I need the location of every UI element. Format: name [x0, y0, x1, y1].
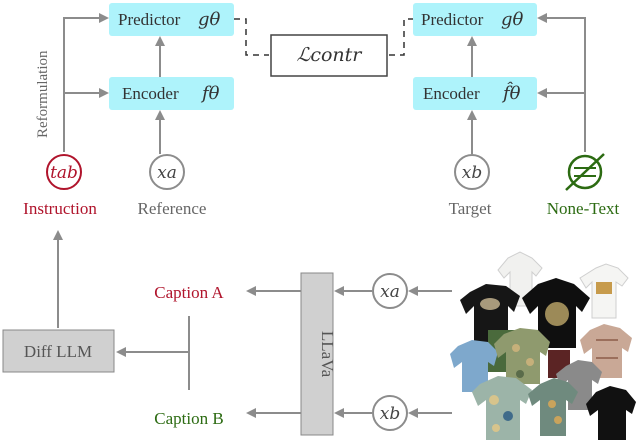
instruction-node: tab	[46, 154, 82, 190]
shirt-image-black-eagle	[460, 284, 520, 344]
diff-llm-label: Diff LLM	[24, 342, 92, 361]
caption-a-label: Caption A	[154, 283, 224, 302]
right-predictor-to-loss-dashed	[389, 18, 413, 56]
shirt-image-hawaiian	[472, 376, 532, 440]
target-node-symbol: xb	[462, 163, 482, 183]
right-predictor-box: Predictor gθ	[413, 3, 537, 36]
right-encoder-label: Encoder	[423, 84, 480, 103]
left-predictor-box: Predictor gθ	[109, 3, 234, 36]
right-encoder-box: Encoder f̂θ	[413, 77, 537, 110]
target-label: Target	[449, 199, 492, 218]
reference-node-symbol: xa	[157, 163, 177, 183]
caption-b-label: Caption B	[154, 409, 223, 428]
reformulation-label: Reformulation	[35, 50, 51, 138]
contrastive-loss-box: ℒcontr	[270, 34, 388, 77]
input-xb-symbol: xb	[380, 404, 400, 424]
none-text-icon	[565, 153, 605, 191]
diff-llm-box: Diff LLM	[2, 329, 115, 373]
shirt-image-pattern-middle	[494, 328, 550, 384]
reference-node: xa	[149, 154, 185, 190]
shirt-image-blue	[450, 340, 498, 392]
instruction-node-symbol: tab	[50, 163, 78, 183]
right-predictor-label: Predictor	[421, 10, 484, 29]
left-predictor-label: Predictor	[118, 10, 181, 29]
contrastive-loss-label: ℒcontr	[297, 44, 364, 66]
shirt-image-gray	[556, 360, 602, 410]
llava-label: LLaVa	[318, 331, 337, 378]
left-predictor-to-loss-dashed	[234, 18, 269, 56]
input-xb-node: xb	[372, 395, 408, 431]
none-text-to-predictor-arrow	[537, 13, 586, 152]
target-node: xb	[454, 154, 490, 190]
left-encoder-box: Encoder fθ	[109, 77, 234, 110]
instruction-to-predictor-arrow	[63, 13, 109, 152]
right-encoder-symbol: f̂θ	[501, 81, 521, 104]
shirt-image-floral	[528, 378, 578, 436]
shirt-image-white-tee	[579, 263, 629, 319]
shirt-image-black-bottom	[586, 386, 636, 440]
left-encoder-label: Encoder	[122, 84, 179, 103]
instruction-label: Instruction	[23, 199, 97, 218]
shirt-image-black-logo	[522, 278, 590, 348]
none-text-label: None-Text	[547, 199, 620, 218]
left-encoder-symbol: fθ	[200, 83, 220, 104]
reference-label: Reference	[138, 199, 207, 218]
input-xa-node: xa	[372, 273, 408, 309]
left-predictor-symbol: gθ	[198, 9, 221, 30]
llava-box: LLaVa	[300, 272, 337, 436]
shirt-image-collage	[450, 251, 636, 440]
input-xa-symbol: xa	[380, 282, 400, 302]
right-predictor-symbol: gθ	[501, 9, 524, 30]
